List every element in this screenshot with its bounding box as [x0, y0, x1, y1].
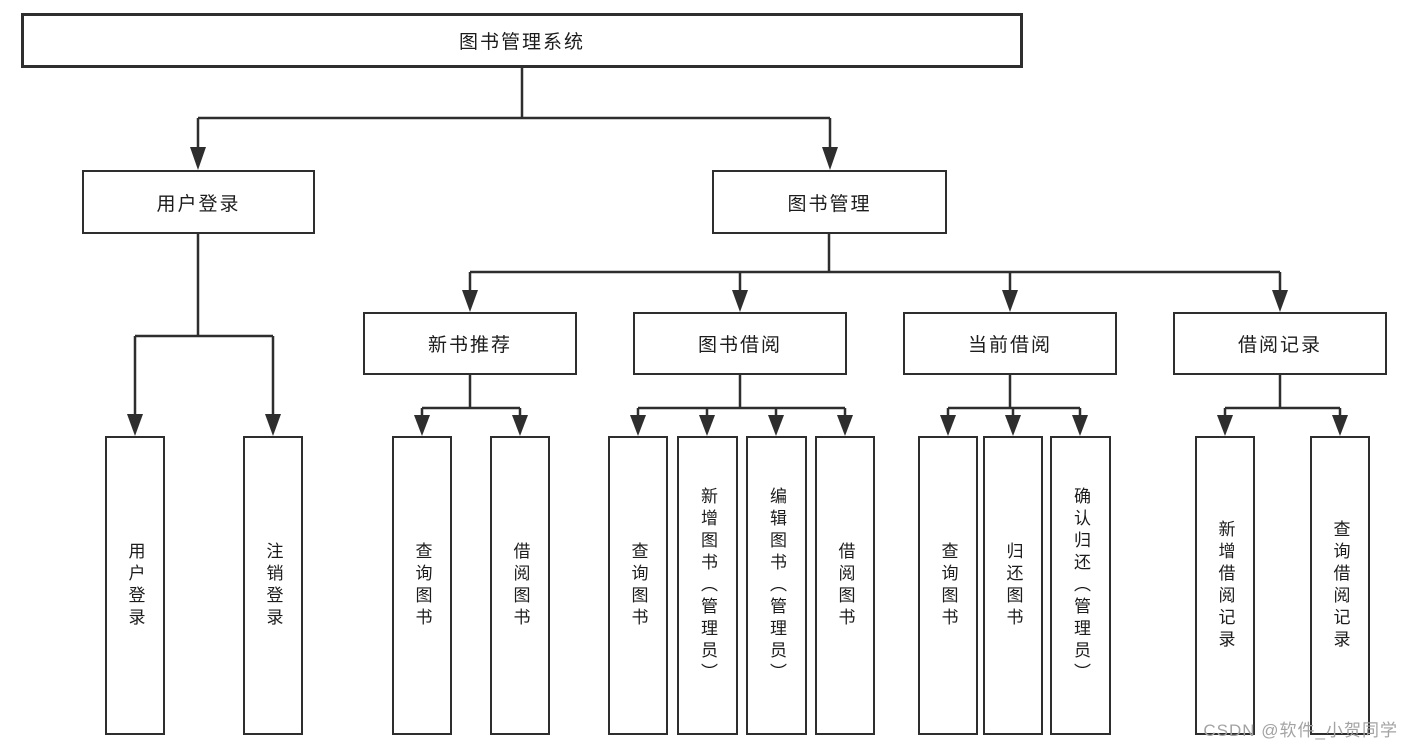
leaf-logout: 注销登录 — [243, 436, 303, 735]
leaf-newbooks-borrow-books: 借阅图书 — [490, 436, 550, 735]
node-new-book-recommendation: 新书推荐 — [363, 312, 577, 375]
node-book-borrowing: 图书借阅 — [633, 312, 847, 375]
leaf-user-login-label: 用户登录 — [125, 541, 145, 630]
leaf-add-borrow-record: 新增借阅记录 — [1195, 436, 1255, 735]
connector-user-login-group — [133, 234, 275, 416]
leaf-current-query-books: 查询图书 — [918, 436, 978, 735]
leaf-add-books-admin: 新增图书（管理员） — [677, 436, 738, 735]
connector-root-to-level2 — [196, 68, 832, 150]
leaf-logout-label: 注销登录 — [263, 541, 283, 630]
node-user-login: 用户登录 — [82, 170, 315, 234]
leaf-add-books-admin-label: 新增图书（管理员） — [698, 486, 717, 685]
leaf-confirm-return-admin: 确认归还（管理员） — [1050, 436, 1111, 735]
leaf-edit-books-admin: 编辑图书（管理员） — [746, 436, 807, 735]
csdn-watermark: CSDN @软件_小贺同学 — [1203, 721, 1398, 740]
leaf-query-borrow-record-label: 查询借阅记录 — [1330, 519, 1350, 652]
leaf-current-query-books-label: 查询图书 — [938, 541, 958, 630]
leaf-confirm-return-admin-label: 确认归还（管理员） — [1071, 486, 1090, 685]
node-borrowing-records: 借阅记录 — [1173, 312, 1387, 375]
arrowheads-user-leaves — [127, 414, 281, 436]
leaf-borrow-borrow-books: 借阅图书 — [815, 436, 875, 735]
connector-book-management-group — [468, 234, 1282, 292]
leaf-add-borrow-record-label: 新增借阅记录 — [1215, 519, 1235, 652]
node-book-management: 图书管理 — [712, 170, 947, 234]
leaf-newbooks-borrow-books-label: 借阅图书 — [510, 541, 530, 630]
leaf-query-borrow-record: 查询借阅记录 — [1310, 436, 1370, 735]
leaf-newbooks-query-books: 查询图书 — [392, 436, 452, 735]
leaf-borrow-query-books: 查询图书 — [608, 436, 668, 735]
leaf-edit-books-admin-label: 编辑图书（管理员） — [767, 486, 786, 685]
leaf-borrow-query-books-label: 查询图书 — [628, 541, 648, 630]
leaf-return-books: 归还图书 — [983, 436, 1043, 735]
leaf-user-login: 用户登录 — [105, 436, 165, 735]
arrowheads-level3 — [462, 290, 1288, 312]
connector-level3-groups — [420, 375, 1342, 417]
leaf-borrow-borrow-books-label: 借阅图书 — [835, 541, 855, 630]
arrowheads-level2 — [190, 147, 838, 170]
node-library-system: 图书管理系统 — [21, 13, 1023, 68]
leaf-return-books-label: 归还图书 — [1003, 541, 1023, 630]
arrowheads-leaves — [414, 415, 1348, 436]
leaf-newbooks-query-books-label: 查询图书 — [412, 541, 432, 630]
node-current-borrowing: 当前借阅 — [903, 312, 1117, 375]
